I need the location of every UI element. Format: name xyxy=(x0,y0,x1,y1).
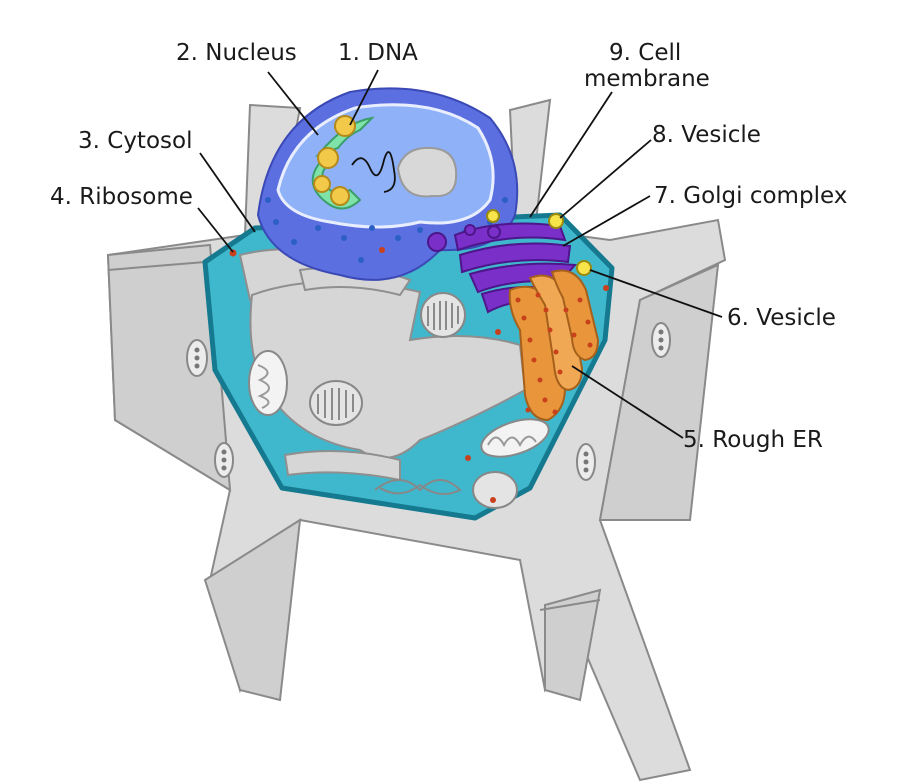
plasmodesma-left-bottom xyxy=(214,442,234,478)
centriole-top xyxy=(420,292,466,338)
plasmodesma-left-top xyxy=(186,339,208,377)
chromatin-gray xyxy=(374,479,462,495)
centriole-bottom xyxy=(309,380,363,426)
label-cytosol: 3. Cytosol xyxy=(78,128,192,154)
plasmodesma-right-bottom xyxy=(576,443,596,481)
lysosome-gray xyxy=(472,471,518,509)
label-golgi-complex: 7. Golgi complex xyxy=(654,183,847,209)
leader-lines xyxy=(197,69,723,439)
nucleolus xyxy=(396,146,458,198)
labels: 1. DNA 2. Nucleus 3. Cytosol 4. Ribosome… xyxy=(50,40,847,453)
mitochondrion-right xyxy=(480,418,550,458)
label-ribosome: 4. Ribosome xyxy=(50,184,193,210)
nucleus xyxy=(256,87,519,281)
label-dna: 1. DNA xyxy=(338,40,418,66)
label-cell-membrane-line2: membrane xyxy=(584,66,710,92)
er-ribosomes xyxy=(515,292,593,415)
dna xyxy=(311,115,396,210)
label-rough-er: 5. Rough ER xyxy=(683,427,823,453)
vesicle-8 xyxy=(548,213,564,229)
rough-er xyxy=(508,269,600,422)
vesicle-small xyxy=(486,209,500,223)
vesicle-6 xyxy=(576,260,592,276)
label-vesicle-6: 6. Vesicle xyxy=(727,305,836,331)
mitochondrion-left xyxy=(248,350,288,416)
label-cell-membrane-line1: 9. Cell xyxy=(609,40,681,66)
plasmodesma-right-top xyxy=(651,322,671,358)
free-ribosomes xyxy=(229,247,609,503)
label-vesicle-8: 8. Vesicle xyxy=(652,122,761,148)
label-nucleus: 2. Nucleus xyxy=(176,40,297,66)
